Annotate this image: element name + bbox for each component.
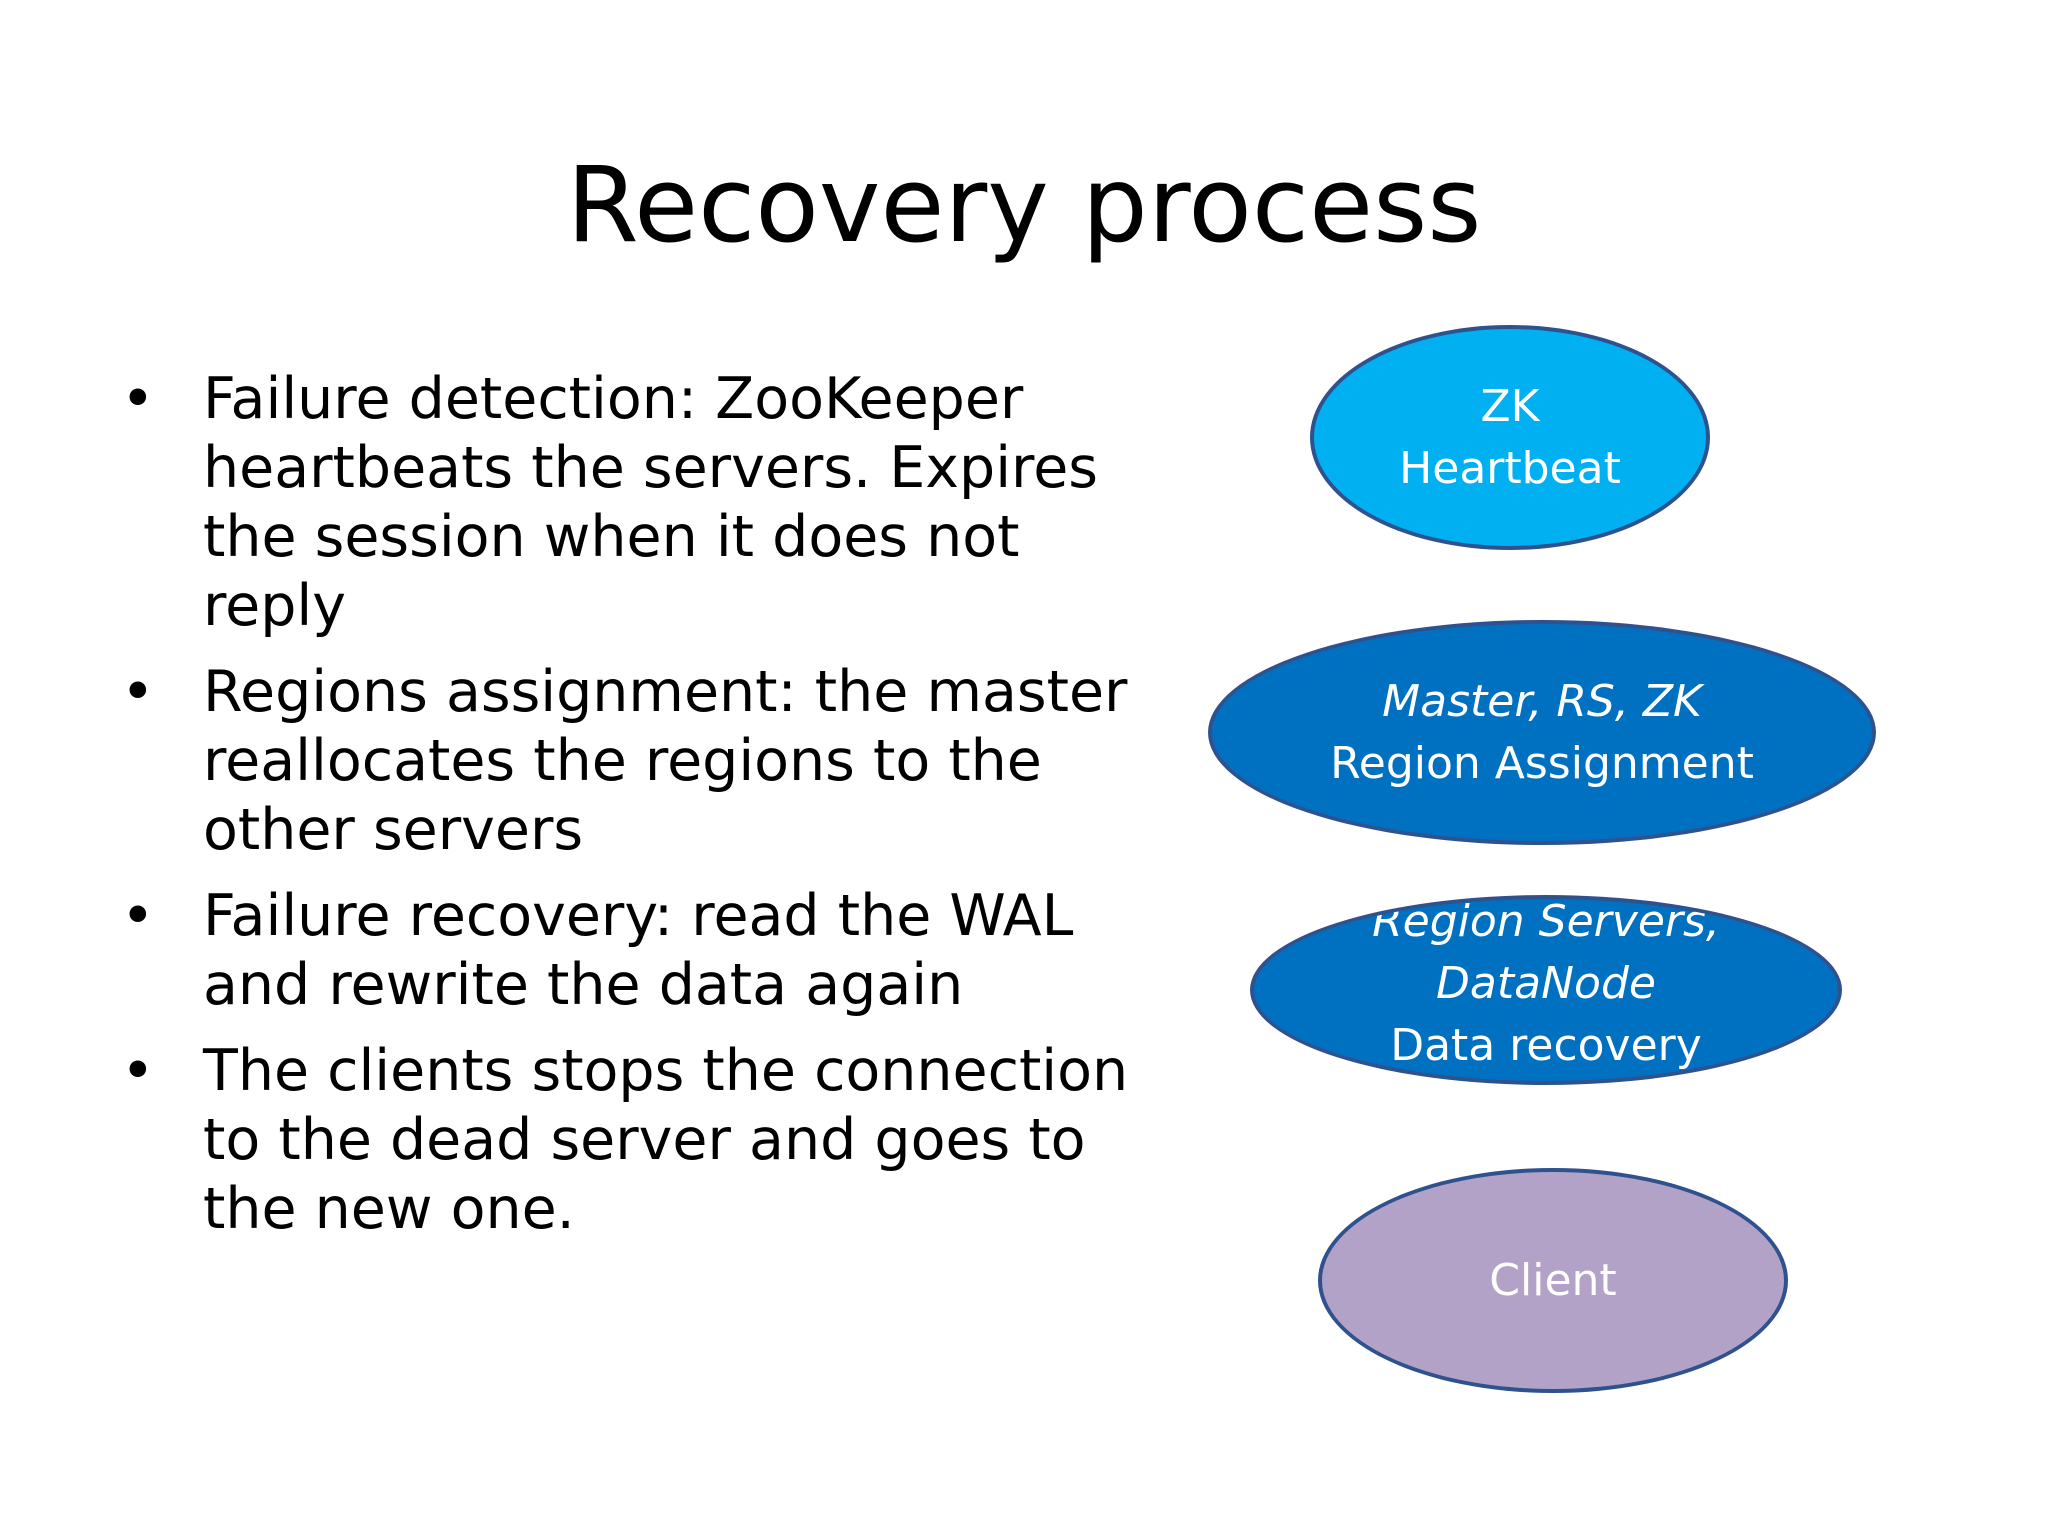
bullet-item: • Failure detection: ZooKeeper heartbeat…: [115, 365, 1135, 641]
heartbeat-label: Heartbeat: [1399, 442, 1621, 494]
region-assignment-ellipse: Master, RS, ZK Region Assignment: [1208, 620, 1876, 845]
region-servers-datanode-label: Region Servers, DataNode: [1372, 896, 1720, 1009]
region-assignment-label: Region Assignment: [1330, 737, 1754, 789]
bullet-text: Failure recovery: read the WAL and rewri…: [203, 883, 1074, 1018]
slide-title: Recovery process: [566, 144, 1482, 266]
bullet-marker: •: [121, 883, 155, 949]
bullet-marker: •: [121, 1038, 155, 1104]
bullet-item: • Failure recovery: read the WAL and rew…: [115, 882, 1135, 1020]
data-recovery-label: Data recovery: [1390, 1020, 1702, 1071]
master-rs-zk-label: Master, RS, ZK: [1382, 675, 1702, 727]
client-ellipse: Client: [1318, 1168, 1788, 1393]
data-recovery-text: Region Servers, DataNode Data recovery: [1356, 896, 1736, 1077]
zk-heartbeat-ellipse: ZK Heartbeat: [1310, 325, 1710, 550]
client-label: Client: [1489, 1254, 1617, 1306]
bullet-item: • Regions assignment: the master realloc…: [115, 658, 1135, 865]
bullet-list: • Failure detection: ZooKeeper heartbeat…: [115, 365, 1135, 1261]
bullet-item: • The clients stops the connection to th…: [115, 1037, 1135, 1244]
bullet-marker: •: [121, 366, 155, 432]
bullet-marker: •: [121, 659, 155, 725]
bullet-text: Regions assignment: the master reallocat…: [203, 659, 1128, 863]
bullet-text: Failure detection: ZooKeeper heartbeats …: [203, 366, 1098, 639]
data-recovery-ellipse: Region Servers, DataNode Data recovery: [1250, 895, 1842, 1085]
zk-label: ZK: [1480, 380, 1540, 432]
bullet-text: The clients stops the connection to the …: [203, 1038, 1129, 1242]
